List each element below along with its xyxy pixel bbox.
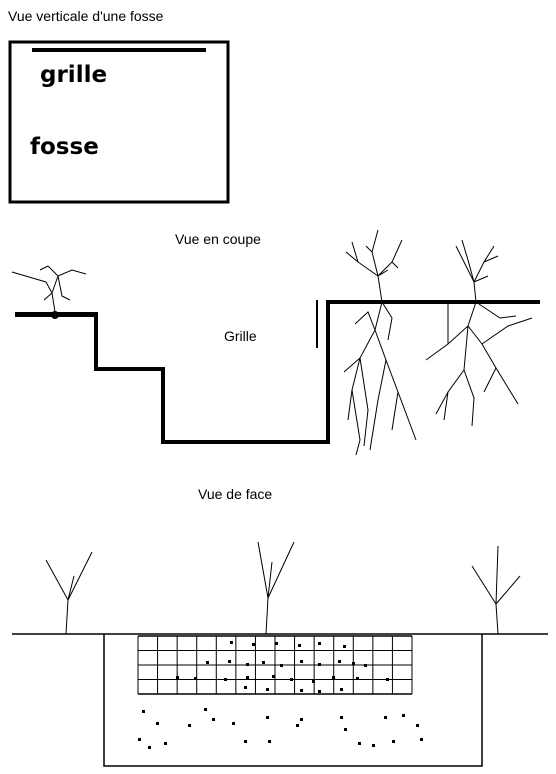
small-plant — [11, 265, 87, 313]
soil-particle — [318, 642, 321, 645]
soil-particle — [224, 678, 227, 681]
soil-particle — [228, 660, 231, 663]
soil-particle — [142, 710, 145, 713]
soil-particle — [206, 661, 209, 664]
pit-outline-front — [103, 634, 483, 767]
soil-particle — [356, 677, 359, 680]
top-view-title: Vue verticale d'une fosse — [8, 8, 164, 24]
section-view — [11, 229, 540, 456]
soil-particle — [300, 718, 303, 721]
soil-particle — [252, 643, 255, 646]
soil-particle — [176, 676, 179, 679]
soil-particle — [266, 688, 269, 691]
soil-particle — [340, 716, 343, 719]
front-view — [12, 541, 548, 767]
pit-profile — [15, 300, 540, 444]
soil-dots — [138, 641, 423, 749]
soil-particle — [300, 689, 303, 692]
soil-particle — [420, 738, 423, 741]
soil-particle — [266, 716, 269, 719]
soil-particle — [384, 716, 387, 719]
fosse-label-top: fosse — [30, 134, 99, 160]
front-tree-right — [471, 545, 521, 635]
soil-particle — [300, 660, 303, 663]
tree-2 — [425, 239, 533, 427]
soil-particle — [340, 688, 343, 691]
front-tree-middle — [257, 541, 295, 635]
soil-particle — [296, 724, 299, 727]
soil-particle — [262, 661, 265, 664]
soil-particle — [232, 722, 235, 725]
soil-particle — [402, 714, 405, 717]
front-view-title: Vue de face — [198, 486, 273, 502]
soil-particle — [358, 742, 361, 745]
section-view-title: Vue en coupe — [175, 231, 261, 247]
grille-label-section: Grille — [224, 328, 257, 344]
soil-particle — [275, 642, 278, 645]
plant-base-dot — [51, 311, 59, 319]
soil-particle — [344, 728, 347, 731]
soil-particle — [372, 744, 375, 747]
soil-particle — [392, 740, 395, 743]
soil-particle — [343, 645, 346, 648]
soil-particle — [318, 663, 321, 666]
soil-particle — [332, 676, 335, 679]
soil-particle — [364, 664, 367, 667]
soil-particle — [298, 644, 301, 647]
soil-particle — [138, 738, 141, 741]
soil-particle — [164, 742, 167, 745]
soil-particle — [156, 722, 159, 725]
soil-particle — [148, 746, 151, 749]
soil-particle — [246, 676, 249, 679]
pit-outline-top — [8, 40, 230, 204]
soil-particle — [318, 690, 321, 693]
soil-particle — [272, 675, 275, 678]
tree-1 — [343, 229, 417, 456]
soil-particle — [338, 660, 341, 663]
soil-particle — [212, 718, 215, 721]
soil-particle — [188, 724, 191, 727]
grille-label-top: grille — [40, 62, 108, 88]
soil-particle — [268, 740, 271, 743]
soil-particle — [386, 678, 389, 681]
soil-particle — [246, 663, 249, 666]
soil-particle — [230, 641, 233, 644]
soil-particle — [280, 664, 283, 667]
front-tree-left — [45, 551, 93, 635]
soil-particle — [244, 740, 247, 743]
soil-particle — [194, 677, 197, 680]
soil-particle — [290, 678, 293, 681]
soil-particle — [352, 662, 355, 665]
soil-particle — [204, 708, 207, 711]
top-view — [8, 40, 230, 204]
soil-particle — [244, 686, 247, 689]
soil-particle — [416, 724, 419, 727]
soil-particle — [312, 680, 315, 683]
